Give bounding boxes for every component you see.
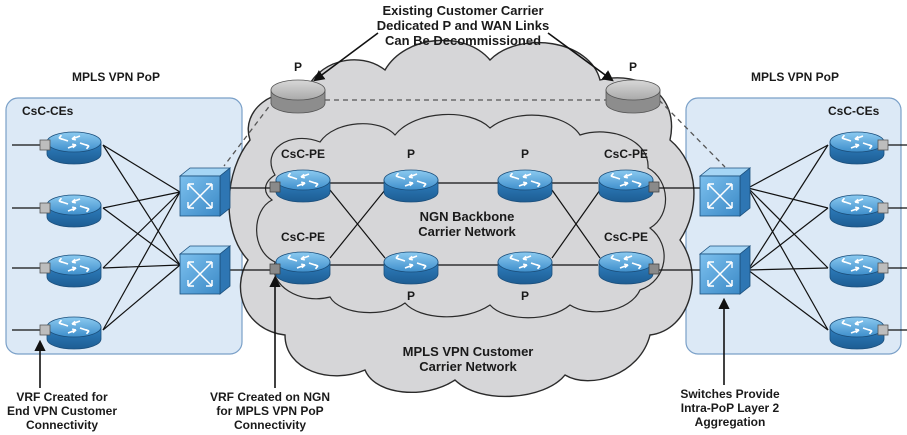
right-pop-title: MPLS VPN PoP bbox=[751, 70, 839, 84]
p-router-4-label: P bbox=[521, 289, 529, 303]
backbone-cloud bbox=[256, 113, 667, 319]
p-router-4 bbox=[497, 251, 553, 285]
arrow-icon bbox=[313, 32, 379, 82]
bottom-left-callout-3: Connectivity bbox=[26, 418, 98, 432]
right-ce-router-4 bbox=[829, 316, 885, 350]
cscpe-right-top-label: CsC-PE bbox=[604, 147, 648, 161]
right-switch-1-icon bbox=[699, 167, 751, 217]
cscpe-left-bottom-router bbox=[275, 251, 331, 285]
left-pop-box bbox=[5, 97, 243, 355]
backbone-cloud-label-2: Carrier Network bbox=[418, 224, 516, 239]
p-router-2 bbox=[497, 169, 553, 203]
left-ce-router-2 bbox=[46, 194, 102, 228]
customer-carrier-cloud bbox=[228, 39, 695, 398]
bottom-right-callout-3: Aggregation bbox=[695, 415, 766, 429]
arrow-icon bbox=[547, 32, 614, 82]
p-router-3 bbox=[383, 251, 439, 285]
bottom-mid-callout-3: Connectivity bbox=[234, 418, 306, 432]
cscpe-right-bottom-label: CsC-PE bbox=[604, 230, 648, 244]
right-ce-router-2 bbox=[829, 194, 885, 228]
top-callout-line-2: Dedicated P and WAN Links bbox=[377, 18, 549, 33]
cscpe-left-bottom-label: CsC-PE bbox=[281, 230, 325, 244]
legacy-p-left-label: P bbox=[294, 60, 302, 74]
left-ce-label: CsC-CEs bbox=[22, 104, 74, 118]
cscpe-right-top-router bbox=[598, 169, 654, 203]
network-links bbox=[12, 144, 907, 331]
backbone-cloud-label-1: NGN Backbone bbox=[420, 209, 515, 224]
right-ce-router-3 bbox=[829, 254, 885, 288]
p-router-1-label: P bbox=[407, 147, 415, 161]
legacy-dashed-links bbox=[223, 99, 726, 168]
legacy-p-router-right-icon bbox=[605, 79, 661, 114]
bottom-mid-callout-1: VRF Created on NGN bbox=[210, 390, 330, 404]
legacy-p-right-label: P bbox=[629, 60, 637, 74]
left-pop-title: MPLS VPN PoP bbox=[72, 70, 160, 84]
left-ce-router-4 bbox=[46, 316, 102, 350]
left-ce-router-1 bbox=[46, 131, 102, 165]
customer-cloud-label-1: MPLS VPN Customer bbox=[403, 344, 534, 359]
bottom-right-callout-2: Intra-PoP Layer 2 bbox=[681, 401, 780, 415]
cscpe-right-bottom-router bbox=[598, 251, 654, 285]
bottom-mid-callout-2: for MPLS VPN PoP bbox=[216, 404, 323, 418]
top-callout-line-3: Can Be Decommissioned bbox=[385, 33, 541, 48]
left-switch-2-icon bbox=[179, 245, 231, 295]
customer-cloud-label-2: Carrier Network bbox=[419, 359, 517, 374]
right-switch-2-icon bbox=[699, 245, 751, 295]
left-ce-router-3 bbox=[46, 254, 102, 288]
p-router-3-label: P bbox=[407, 289, 415, 303]
top-callout-line-1: Existing Customer Carrier bbox=[382, 3, 543, 18]
bottom-left-callout-2: End VPN Customer bbox=[7, 404, 117, 418]
cscpe-left-top-router bbox=[275, 169, 331, 203]
p-router-2-label: P bbox=[521, 147, 529, 161]
right-ce-router-1 bbox=[829, 131, 885, 165]
legacy-p-router-left-icon bbox=[270, 79, 326, 114]
left-switch-1-icon bbox=[179, 167, 231, 217]
right-ce-label: CsC-CEs bbox=[828, 104, 880, 118]
right-vrf-interfaces bbox=[877, 139, 889, 336]
cscpe-left-top-label: CsC-PE bbox=[281, 147, 325, 161]
bottom-left-callout-1: VRF Created for bbox=[16, 390, 108, 404]
p-router-1 bbox=[383, 169, 439, 203]
bottom-right-callout-1: Switches Provide bbox=[680, 387, 780, 401]
left-vrf-interfaces bbox=[39, 139, 51, 336]
pe-vrf-interfaces bbox=[269, 181, 660, 275]
